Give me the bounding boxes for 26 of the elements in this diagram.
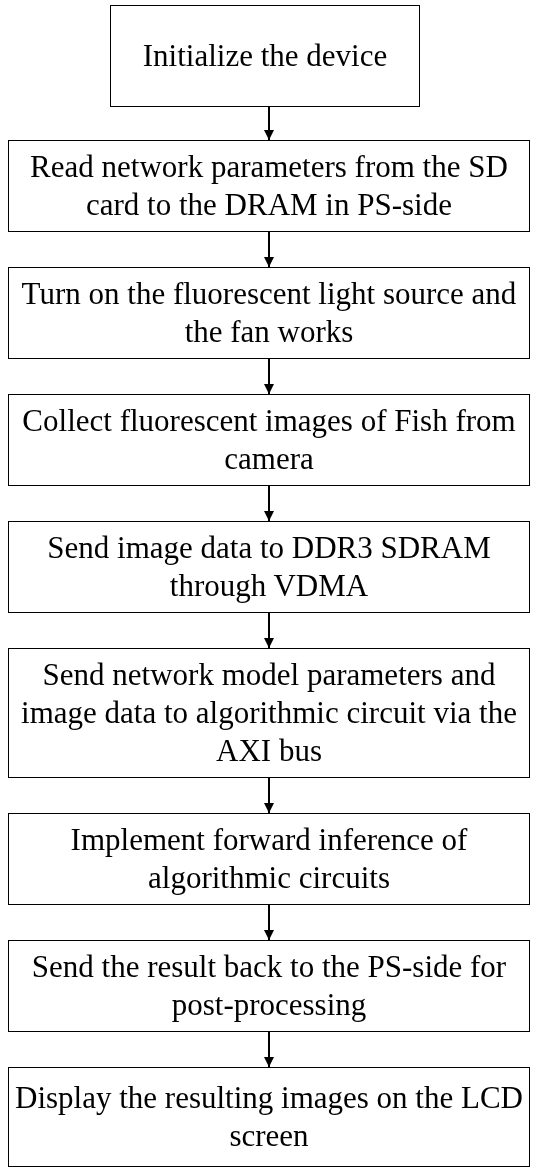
step-text: Implement forward inference of algorithmic circuits bbox=[69, 821, 469, 897]
process-box bbox=[110, 5, 420, 107]
arrow bbox=[264, 358, 274, 395]
process-box bbox=[8, 1067, 530, 1167]
step-text: Read network parameters from the SD card to the DRAM in PS-side bbox=[29, 148, 509, 224]
process-box bbox=[8, 521, 530, 613]
process-box bbox=[8, 140, 530, 232]
arrow bbox=[264, 485, 274, 522]
step-text: Initialize the device bbox=[142, 37, 388, 75]
process-box bbox=[8, 813, 530, 905]
process-box bbox=[8, 394, 530, 486]
process-box bbox=[8, 267, 530, 359]
step-text: Send network model parameters and image data to algorithmic circuit via the AXI bus bbox=[20, 656, 518, 770]
arrow bbox=[264, 106, 274, 141]
process-box bbox=[8, 648, 530, 778]
arrow bbox=[264, 1031, 274, 1068]
step-text: Display the resulting images on the LCD screen bbox=[14, 1079, 524, 1155]
step-text: Collect fluorescent images of Fish from camera bbox=[21, 402, 517, 478]
step-text: Send image data to DDR3 SDRAM through VDMA bbox=[46, 529, 492, 605]
arrow bbox=[264, 904, 274, 941]
arrow bbox=[264, 612, 274, 649]
step-text: Turn on the fluorescent light source and the fan works bbox=[20, 275, 518, 351]
process-box bbox=[8, 940, 530, 1032]
arrow bbox=[264, 777, 274, 814]
arrow bbox=[264, 231, 274, 268]
step-text: Send the result back to the PS-side for post-processing bbox=[30, 948, 508, 1024]
